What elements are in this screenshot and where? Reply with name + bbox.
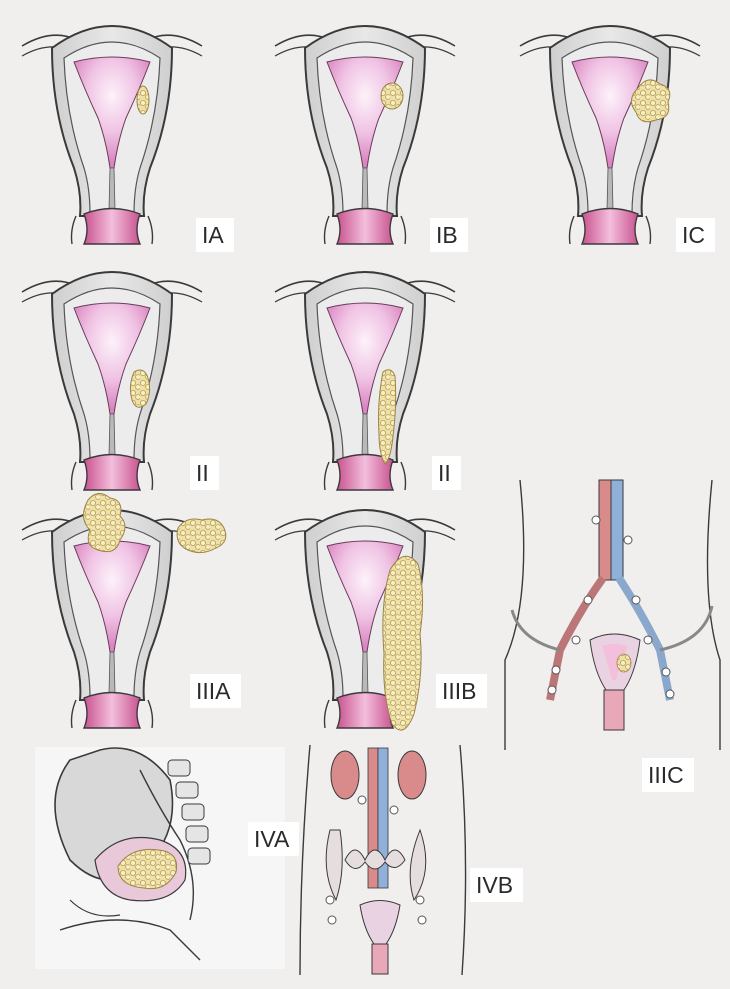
panel-iiib — [275, 510, 455, 730]
panel-iva — [35, 747, 285, 969]
tumor-ii-a — [130, 370, 149, 407]
label-iva: IVA — [248, 822, 299, 856]
label-ii-b: II — [432, 456, 461, 490]
tumor-iiib — [383, 556, 423, 730]
panel-iiic — [505, 480, 720, 750]
panel-ic — [520, 26, 700, 244]
tumor-iiia-adnexa — [177, 519, 226, 553]
label-iiia: IIIA — [190, 674, 241, 708]
tumor-ia — [137, 86, 149, 114]
panel-ib — [275, 26, 455, 244]
tumor-ib — [381, 83, 403, 109]
label-ia: IA — [196, 218, 234, 252]
label-ib: IB — [430, 218, 468, 252]
label-ic: IC — [676, 218, 715, 252]
label-ivb: IVB — [470, 868, 523, 902]
panel-ia — [22, 26, 202, 244]
label-iiib: IIIB — [436, 674, 487, 708]
label-iiic: IIIC — [642, 758, 694, 792]
tumor-iiic — [617, 654, 631, 672]
tumor-iiia-serosa — [83, 493, 125, 551]
panel-ii-b — [275, 272, 455, 490]
panel-ii-a — [22, 272, 202, 490]
panel-ivb — [300, 745, 466, 975]
label-ii-a: II — [190, 456, 219, 490]
